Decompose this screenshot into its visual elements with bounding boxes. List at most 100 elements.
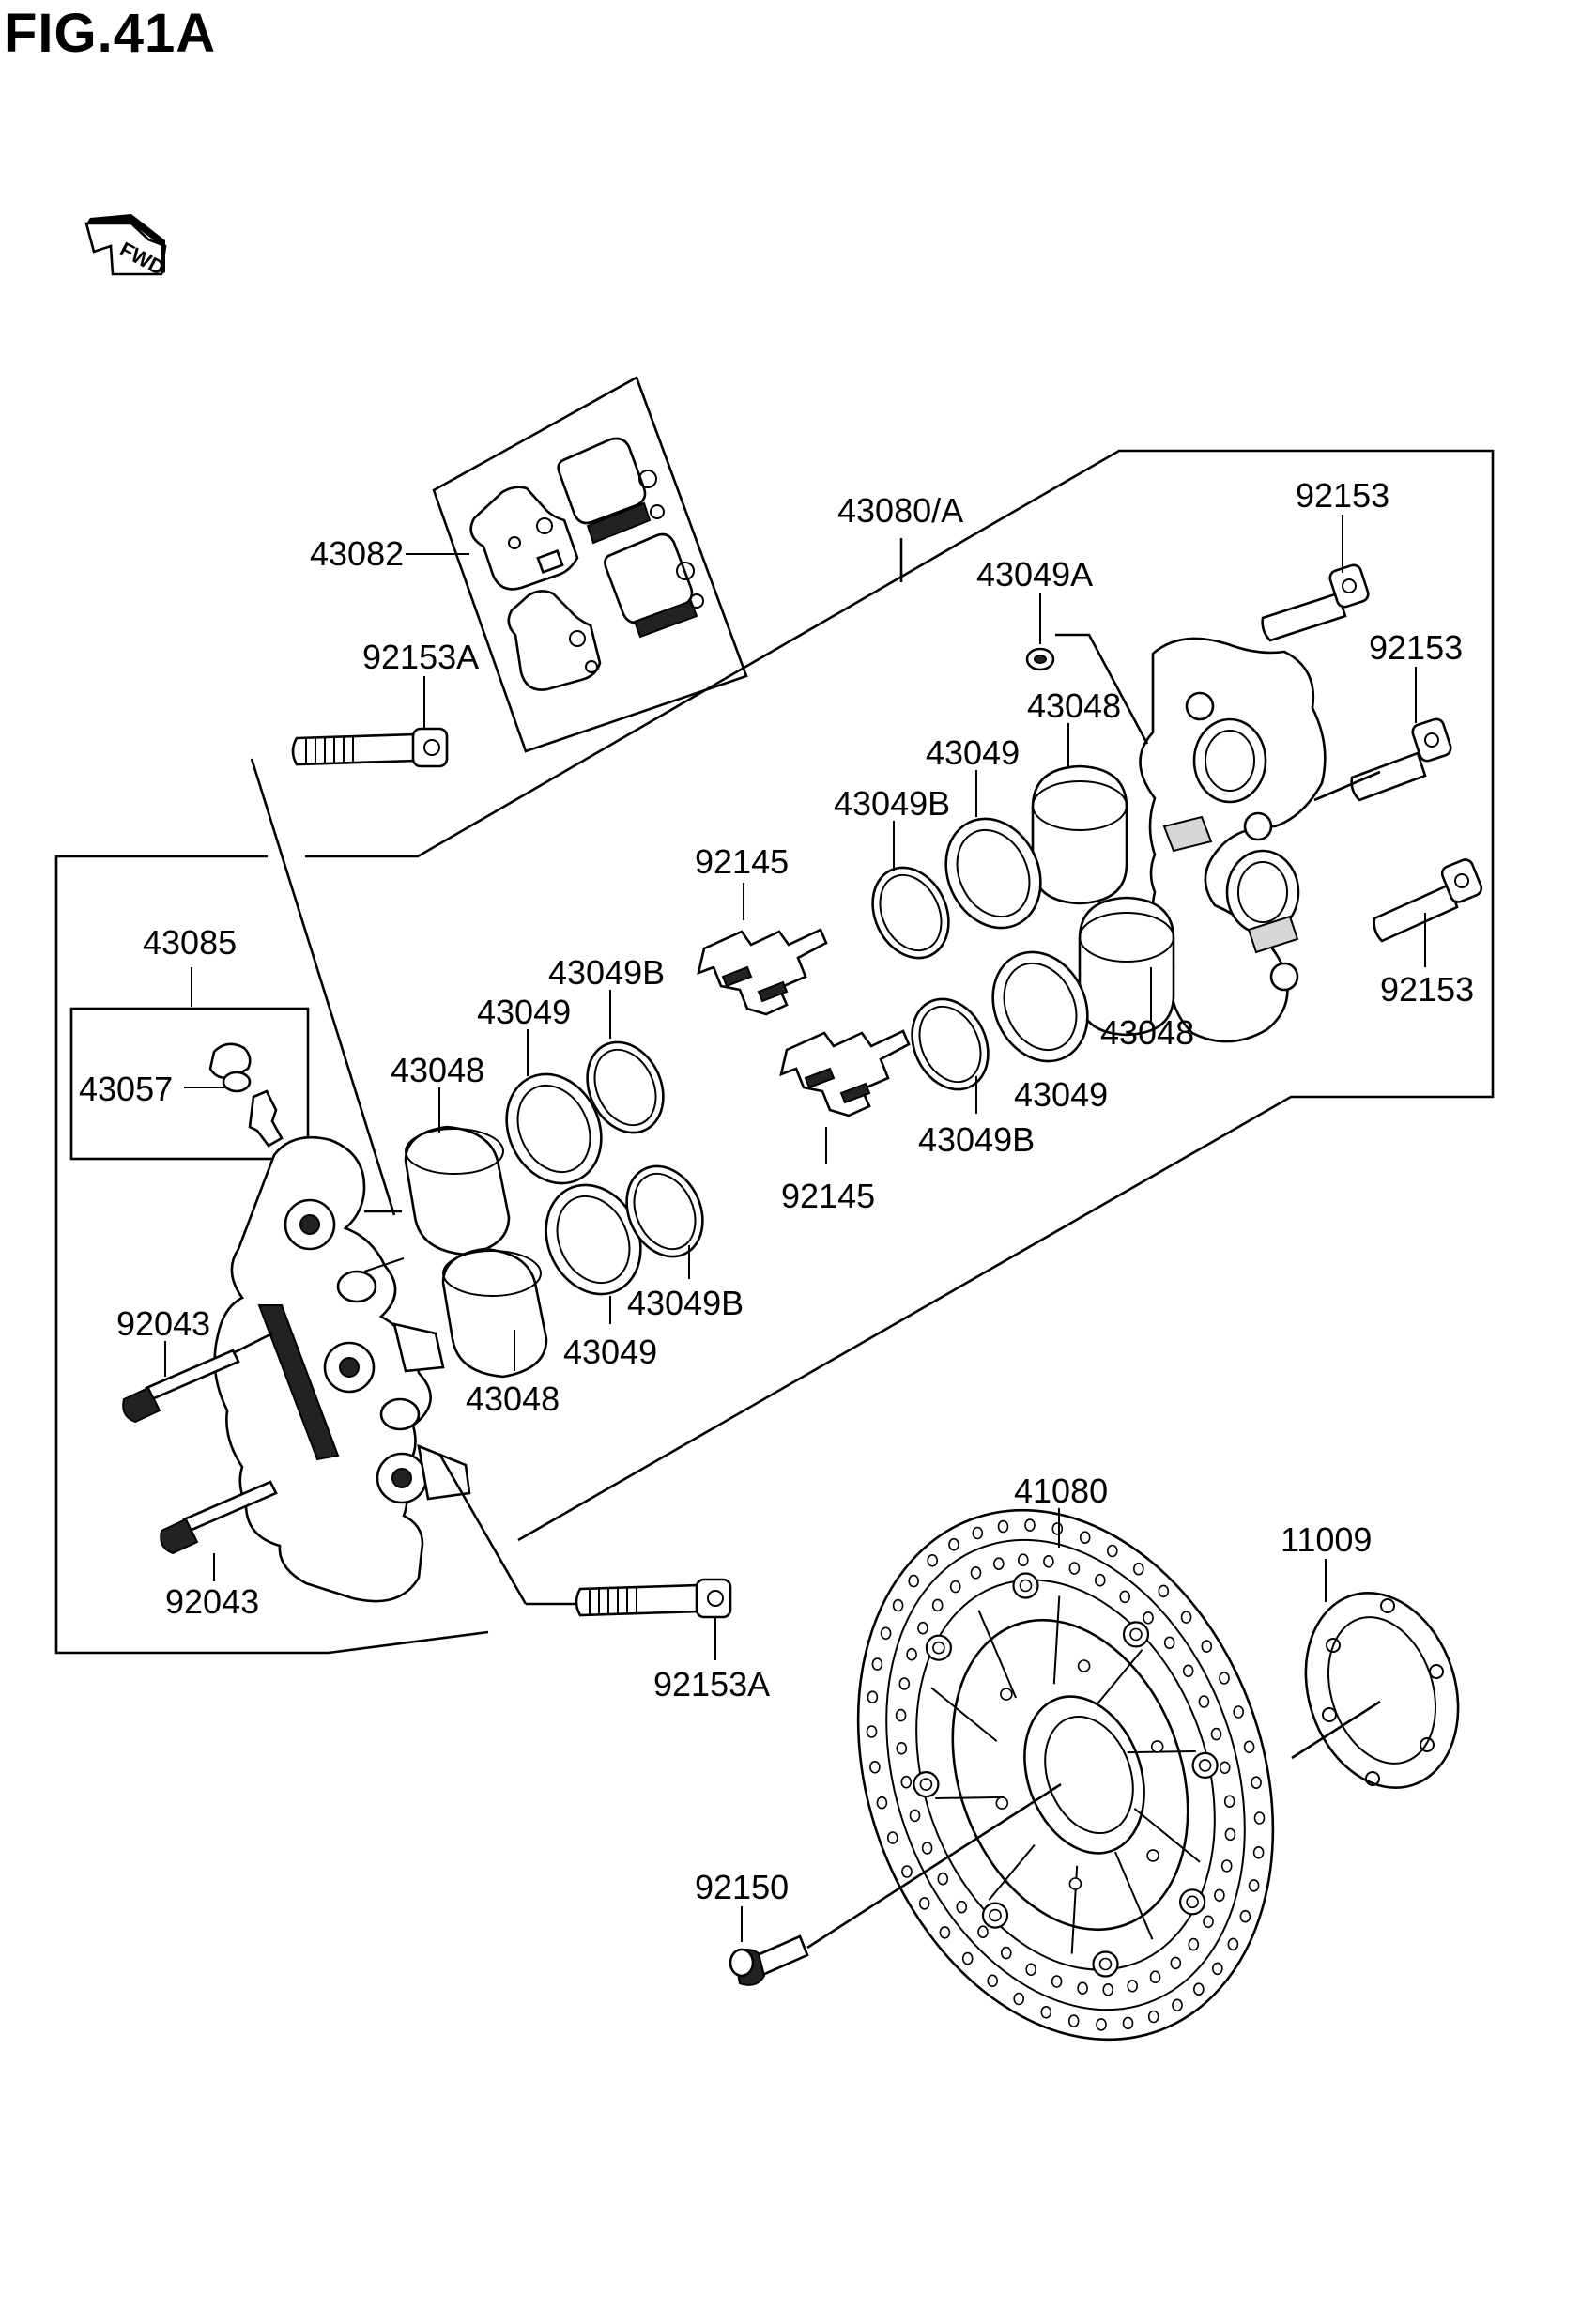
drill-hole <box>1243 1740 1255 1754</box>
drill-hole <box>1067 2014 1080 2027</box>
pad-pin <box>160 1480 278 1555</box>
drill-hole <box>1251 1776 1262 1789</box>
label-43057: 43057 <box>79 1070 173 1108</box>
drill-hole <box>1024 1518 1036 1532</box>
drill-hole <box>1170 1956 1182 1970</box>
disc-spoke <box>1096 1649 1143 1706</box>
drill-hole <box>970 1566 982 1580</box>
label-43048-b: 43048 <box>1100 1013 1194 1052</box>
drill-hole <box>917 1621 928 1635</box>
caliper-bolt <box>1261 563 1370 642</box>
drill-hole <box>1182 1664 1194 1678</box>
drill-hole <box>1219 1672 1230 1685</box>
label-43049b-d: 43049B <box>627 1284 744 1322</box>
disc-spoke <box>1133 1808 1201 1863</box>
drill-hole <box>876 1796 888 1810</box>
hub-bolt-hole <box>1068 1877 1082 1890</box>
drill-hole <box>1248 1879 1260 1892</box>
caliper-bolt <box>291 727 449 768</box>
piston <box>404 1125 511 1256</box>
pad-spring <box>779 1029 911 1117</box>
label-92043-b: 92043 <box>165 1582 259 1621</box>
drill-hole <box>937 1872 949 1886</box>
hub-bolt-hole <box>1000 1688 1013 1701</box>
label-43048-a: 43048 <box>1027 686 1121 725</box>
drill-hole <box>869 1761 881 1774</box>
drill-hole <box>956 1900 968 1914</box>
drill-hole <box>1040 2006 1052 2019</box>
label-43049-c: 43049 <box>477 993 571 1031</box>
disc-spokes <box>930 1595 1201 1954</box>
mount-boss-hole <box>932 1641 945 1655</box>
drill-hole <box>1149 1970 1161 1983</box>
disc-bolt <box>729 1934 809 1986</box>
drill-hole <box>1198 1695 1210 1708</box>
fwd-arrow-icon: FWD <box>84 214 169 280</box>
drill-hole <box>901 1865 913 1878</box>
drill-hole <box>906 1647 917 1661</box>
drill-hole <box>1127 1980 1138 1993</box>
drill-hole <box>1158 1584 1170 1598</box>
drill-hole <box>1079 1531 1091 1544</box>
drill-hole <box>1180 1611 1192 1624</box>
drill-hole <box>1102 1983 1113 1996</box>
label-92153-a: 92153 <box>1296 476 1389 515</box>
label-43048-d: 43048 <box>466 1379 560 1418</box>
drill-hole <box>1233 1705 1244 1719</box>
label-43049b-a: 43049B <box>834 784 950 823</box>
label-43085: 43085 <box>143 923 237 962</box>
piston-seal <box>991 950 1089 1063</box>
drill-hole <box>892 1598 904 1612</box>
drill-hole <box>900 1775 913 1789</box>
label-92150: 92150 <box>695 1868 789 1906</box>
drill-hole <box>1223 1795 1235 1808</box>
drill-hole <box>1119 1590 1130 1604</box>
dust-seal <box>871 866 950 960</box>
brake-pad <box>604 532 704 639</box>
piston-seal <box>944 817 1042 930</box>
label-43080a: 43080/A <box>837 491 963 530</box>
drill-hole <box>1253 1811 1266 1825</box>
drill-hole <box>1214 1888 1225 1903</box>
drill-hole <box>1013 1992 1024 2006</box>
drill-hole <box>871 1657 883 1671</box>
drill-hole <box>1193 1982 1205 1996</box>
drill-hole <box>1001 1946 1012 1960</box>
drill-hole <box>1212 1962 1223 1976</box>
dust-seal <box>586 1040 665 1134</box>
label-43049b-b: 43049B <box>918 1120 1035 1159</box>
caliper-bolt <box>575 1578 732 1619</box>
drill-hole <box>1172 1998 1183 2012</box>
disc-gasket <box>1304 1592 1460 1789</box>
disc-spoke <box>988 1843 1036 1901</box>
drill-hole <box>972 1526 984 1540</box>
disc-spoke <box>1113 1851 1154 1940</box>
drill-hole <box>867 1690 879 1703</box>
drill-hole <box>977 1925 989 1938</box>
drill-hole <box>939 1926 951 1939</box>
label-92153a-bottom: 92153A <box>653 1665 770 1703</box>
disc-mount-bosses <box>913 1572 1219 1978</box>
drill-hole <box>1143 1611 1154 1625</box>
brake-pad <box>557 437 665 545</box>
drill-hole <box>1018 1553 1029 1566</box>
drill-hole <box>927 1554 939 1567</box>
drill-hole <box>898 1677 911 1690</box>
drill-hole <box>1043 1555 1054 1568</box>
drill-hole <box>1201 1640 1213 1653</box>
piston-seal <box>505 1072 603 1185</box>
hub-bolt-hole <box>1077 1659 1091 1672</box>
disc-spoke <box>935 1796 1005 1799</box>
label-43049-a: 43049 <box>926 733 1020 772</box>
drill-hole <box>1219 1761 1231 1775</box>
drill-hole <box>1133 1562 1144 1576</box>
drill-hole <box>1147 2010 1159 2024</box>
drill-hole <box>1252 1846 1265 1859</box>
mount-boss-hole <box>1019 1579 1033 1593</box>
drill-hole <box>949 1580 961 1594</box>
label-92145-b: 92145 <box>781 1177 875 1215</box>
drill-hole <box>997 1519 1009 1534</box>
bleeder-valve <box>208 1042 284 1148</box>
caliper-assembly-outline <box>54 449 1495 1655</box>
